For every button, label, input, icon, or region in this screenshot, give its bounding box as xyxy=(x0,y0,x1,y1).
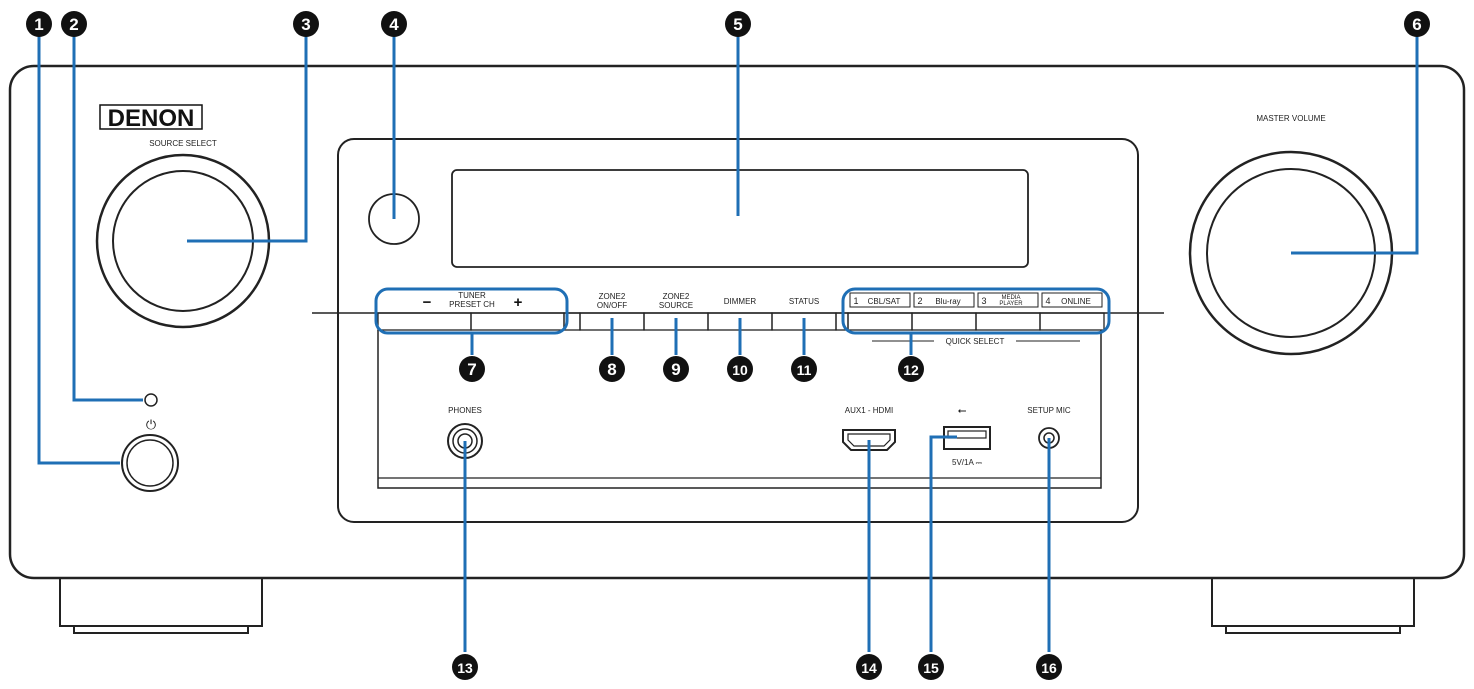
qs4-label: ONLINE xyxy=(1061,297,1091,306)
qs1-number: 1 xyxy=(853,296,858,306)
qs3-label-line2: PLAYER xyxy=(999,301,1023,307)
source-select-label: SOURCE SELECT xyxy=(149,139,217,148)
callout-number-8: 8 xyxy=(607,360,616,379)
callout-number-7: 7 xyxy=(467,360,476,379)
callout-number-11: 11 xyxy=(797,362,812,378)
callout-badge-7 xyxy=(459,356,485,382)
usb-icon: ⭠ xyxy=(958,405,967,417)
qs4-number: 4 xyxy=(1045,296,1050,306)
power-icon: ⏻ xyxy=(146,417,156,432)
callout-leader-lines xyxy=(37,36,1419,652)
status-label: STATUS xyxy=(789,297,819,306)
usb-port-inner xyxy=(947,430,987,439)
callout-number-4: 4 xyxy=(389,15,399,34)
tuner-minus-label: − xyxy=(423,294,432,311)
qs2-number: 2 xyxy=(917,296,922,306)
callout-number-12: 12 xyxy=(903,362,919,378)
callout-number-13: 13 xyxy=(457,660,473,676)
display-window xyxy=(451,169,1029,268)
callout-number-2: 2 xyxy=(69,15,78,34)
setup-mic-label: SETUP MIC xyxy=(1027,406,1071,415)
right-foot xyxy=(1211,577,1415,634)
callout-number-6: 6 xyxy=(1412,15,1421,34)
tuner-label-line1: TUNER xyxy=(458,291,486,300)
button-strip xyxy=(377,312,1105,331)
left-foot xyxy=(59,577,263,634)
callout-badge-15 xyxy=(918,654,944,680)
callout-badge-2 xyxy=(61,11,87,37)
qs3-label-line1: MEDIA xyxy=(1001,295,1020,301)
qs2-label: Blu-ray xyxy=(935,297,960,306)
brand-logo: DENON xyxy=(108,105,195,132)
qs3-number: 3 xyxy=(981,296,986,306)
callout-badge-12 xyxy=(898,356,924,382)
zone2-source-label-line1: ZONE2 xyxy=(663,292,690,301)
callout-badge-14 xyxy=(856,654,882,680)
power-indicator xyxy=(144,393,158,407)
callout-number-10: 10 xyxy=(732,362,748,378)
qs4-button[interactable] xyxy=(1039,312,1105,331)
callout-badge-9 xyxy=(663,356,689,382)
callout-number-14: 14 xyxy=(861,660,877,676)
callout-badge-1 xyxy=(26,11,52,37)
qs1-label: CBL/SAT xyxy=(868,297,901,306)
aux1-hdmi-label: AUX1 - HDMI xyxy=(845,406,893,415)
callout-badge-4 xyxy=(381,11,407,37)
callout-number-16: 16 xyxy=(1041,660,1057,676)
callout-number-3: 3 xyxy=(301,15,310,34)
quick-select-label-boxes xyxy=(849,292,1103,308)
lower-recess xyxy=(377,330,1102,489)
tuner-plus-label: + xyxy=(514,294,523,311)
power-button[interactable] xyxy=(126,439,174,487)
callout-badge-6 xyxy=(1404,11,1430,37)
callout-badge-8 xyxy=(599,356,625,382)
callout-badge-16 xyxy=(1036,654,1062,680)
master-volume-label: MASTER VOLUME xyxy=(1256,114,1325,123)
strip-spacer-left xyxy=(563,312,581,331)
dimmer-label: DIMMER xyxy=(724,297,757,306)
tuner-label-line2: PRESET CH xyxy=(449,300,495,309)
callout-badge-11 xyxy=(791,356,817,382)
brand-logo-frame xyxy=(99,104,203,130)
quick-select-label: QUICK SELECT xyxy=(946,337,1005,346)
quick-select-highlight-outline xyxy=(841,287,1111,335)
zone2-onoff-label-line1: ZONE2 xyxy=(599,292,626,301)
power-button-ring xyxy=(121,434,179,492)
zone2-source-label-line2: SOURCE xyxy=(659,301,693,310)
usb-rating-label: 5V/1A ⎓ xyxy=(952,458,983,467)
callout-number-15: 15 xyxy=(923,660,939,676)
callout-badge-5 xyxy=(725,11,751,37)
callout-number-9: 9 xyxy=(671,360,680,379)
zone2-onoff-label-line2: ON/OFF xyxy=(597,301,627,310)
callout-badge-13 xyxy=(452,654,478,680)
hdmi-port[interactable] xyxy=(842,429,896,451)
callout-badge-10 xyxy=(727,356,753,382)
callout-badge-3 xyxy=(293,11,319,37)
callout-number-1: 1 xyxy=(34,15,43,34)
phones-label: PHONES xyxy=(448,406,482,415)
callout-number-5: 5 xyxy=(733,15,742,34)
hdmi-port-inner xyxy=(847,433,891,447)
